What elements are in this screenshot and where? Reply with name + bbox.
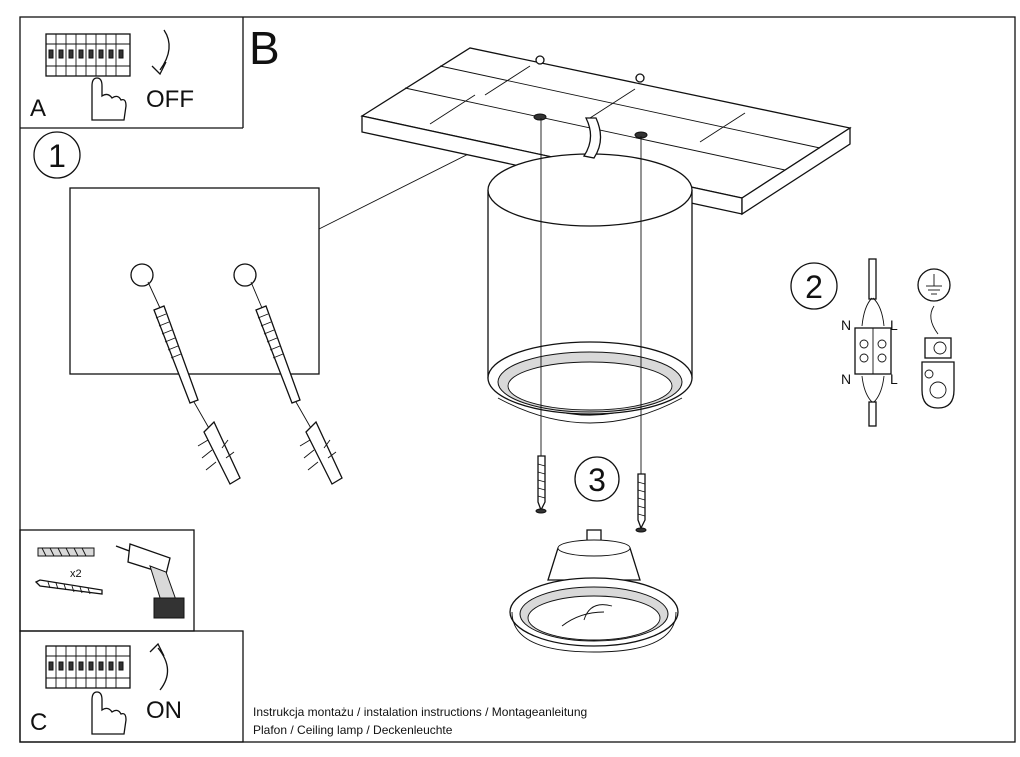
hand-icon-c — [91, 691, 127, 735]
neutral-label-bottom: N — [841, 371, 851, 387]
sheet-frame — [19, 16, 1016, 743]
off-label: OFF — [146, 86, 194, 113]
step-1: 1 — [33, 117, 541, 485]
step-3-badge: 3 — [574, 456, 620, 502]
ceiling-bolts — [533, 55, 648, 139]
drill-hole-left — [130, 263, 154, 287]
lamp-cylinder — [487, 117, 693, 424]
step-1-number: 1 — [48, 138, 66, 174]
breaker-panel-icon — [45, 33, 131, 77]
on-label: ON — [146, 697, 182, 724]
drill-hole-right — [233, 263, 257, 287]
step-1-badge: 1 — [33, 131, 81, 179]
footer-subtitle: Plafon / Ceiling lamp / Deckenleuchte — [253, 723, 453, 737]
panel-a: A OFF — [30, 29, 194, 122]
mounting-screw-left — [535, 118, 547, 514]
quantity-label: x2 — [70, 568, 82, 580]
screw-plug-right — [250, 281, 343, 485]
breaker-panel-icon-c — [45, 645, 131, 689]
wall-plug-icon — [37, 547, 95, 557]
arrow-up-icon — [149, 642, 169, 691]
hand-icon — [91, 77, 127, 121]
ceiling-detail-box — [69, 187, 320, 375]
step-2-number: 2 — [805, 269, 823, 305]
drill-icon — [115, 543, 185, 619]
terminal-block-icon: N L N L — [841, 258, 898, 427]
panel-a-letter: A — [30, 95, 46, 122]
live-label-bottom: L — [890, 371, 898, 387]
neutral-label-top: N — [841, 317, 851, 333]
live-label-top: L — [890, 317, 898, 333]
panel-b-letter: B — [249, 22, 280, 74]
mounting-screw-right — [635, 136, 647, 533]
step-3: 3 — [509, 118, 679, 653]
arrow-down-icon — [151, 29, 170, 76]
tools-panel: x2 — [34, 543, 185, 619]
ground-terminal-icon — [917, 268, 955, 409]
screw-plug-left — [147, 281, 241, 485]
panel-c: C ON — [30, 642, 182, 736]
screw-icon — [34, 579, 103, 595]
step-3-number: 3 — [588, 462, 606, 498]
panel-c-letter: C — [30, 709, 47, 736]
step-2: 2 N L N L — [790, 258, 955, 427]
footer-title: Instrukcja montażu / instalation instruc… — [253, 705, 587, 719]
step-2-badge: 2 — [790, 262, 838, 310]
bulb-reflector — [509, 529, 679, 653]
